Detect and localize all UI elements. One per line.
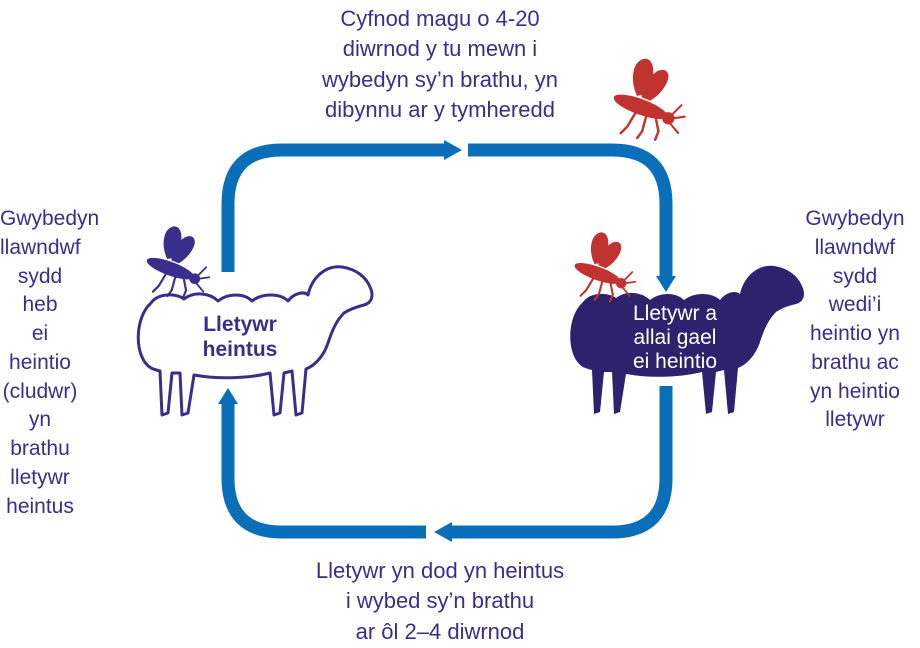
incubation-period-label: Cyfnod magu o 4-20 diwrnod y tu mewn i w… [270, 4, 610, 125]
purple-midge-icon [145, 227, 209, 298]
infectious-host-label: Lletywr heintus [180, 312, 300, 362]
red-midge-icon-large [612, 59, 685, 139]
infected-midge-bites-label: Gwybedyn llawndwf sydd wedi’i heintio yn… [790, 205, 920, 435]
arrowhead-top [444, 140, 462, 160]
host-infectious-label: Lletywr yn dod yn heintus i wybed sy’n b… [270, 556, 610, 647]
arrowhead-right [656, 276, 676, 292]
arrow-bottom-left [228, 404, 426, 532]
uninfected-midge-bites-label: Gwybedyn llawndwf sydd heb ei heintio (c… [0, 205, 80, 521]
arrowhead-left [218, 388, 238, 404]
red-midge-icon-small [573, 233, 635, 302]
arrow-top-left [228, 150, 444, 272]
susceptible-host-label: Lletywr a allai gael ei heintio [600, 302, 750, 374]
arrow-top-right [468, 150, 666, 276]
arrow-bottom-right [452, 386, 666, 532]
arrowhead-bottom [434, 522, 452, 542]
